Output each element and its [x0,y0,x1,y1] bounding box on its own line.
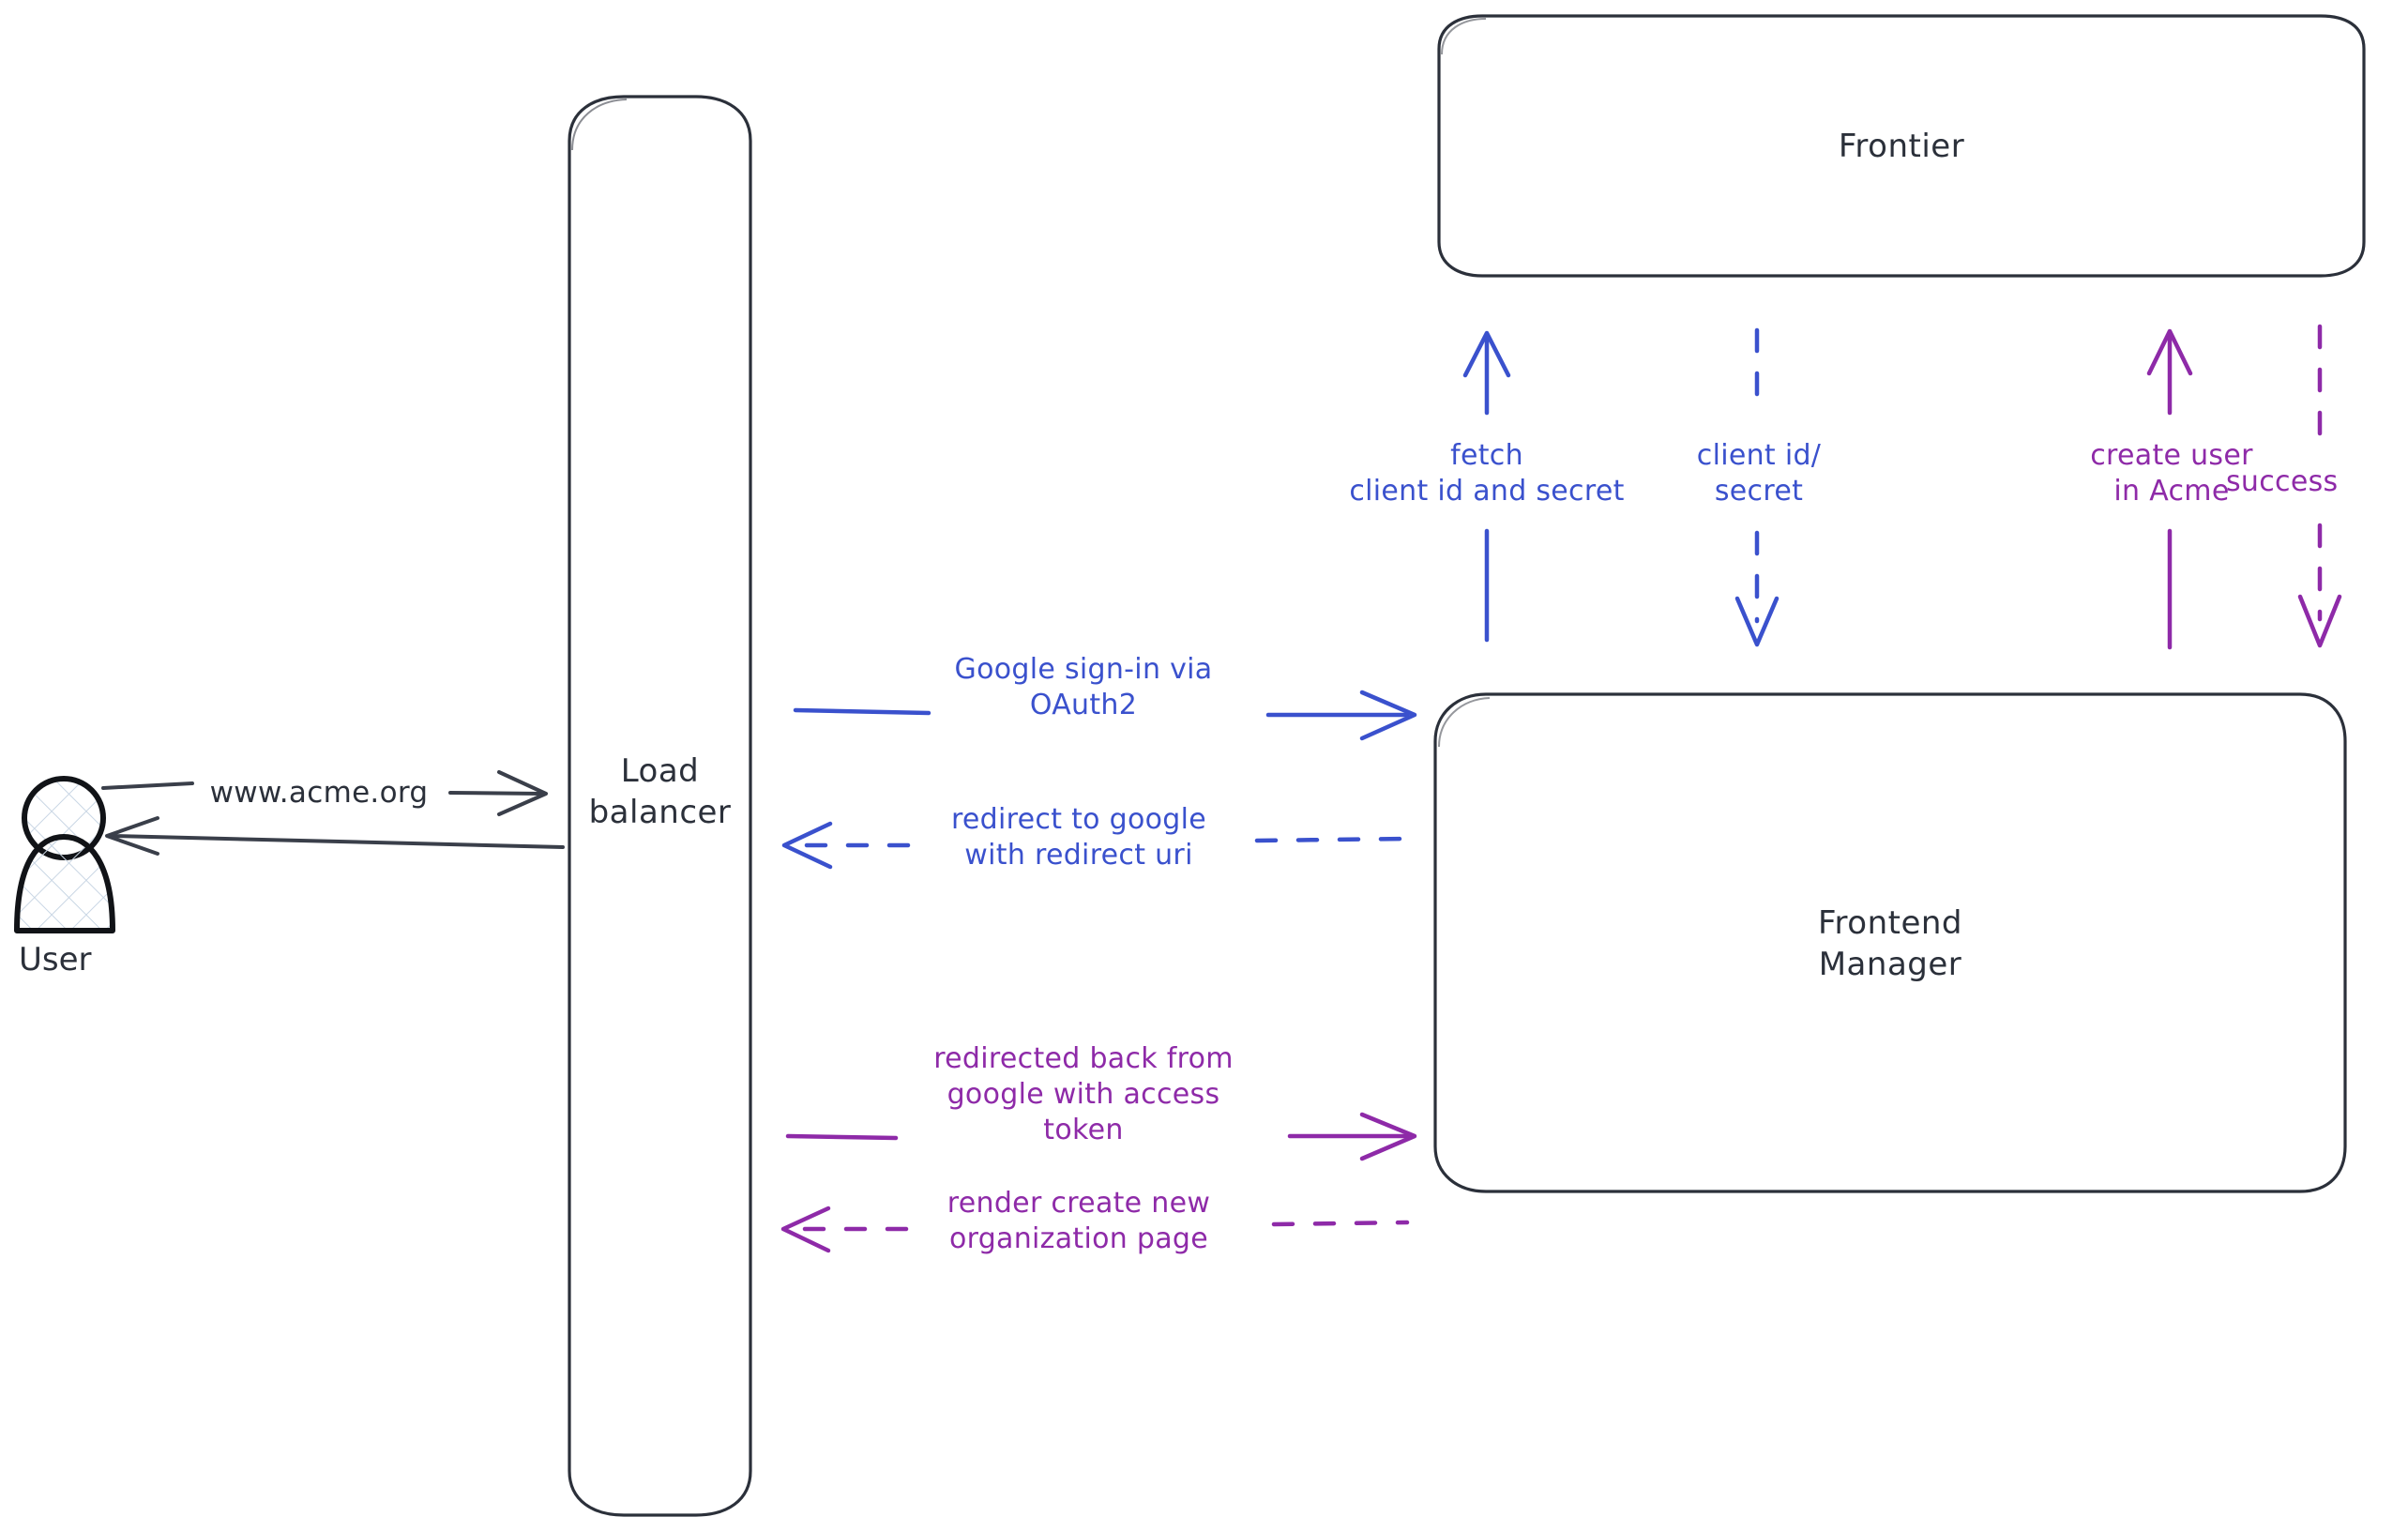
edge-label-success: success [2226,465,2339,498]
node-frontend-manager[interactable] [1433,692,2347,1193]
actor-user[interactable] [14,776,115,933]
edge-google-signin [793,690,1417,741]
edge-fetch-client-id [1462,330,1511,643]
edge-lb-to-user [105,816,565,856]
edge-create-user [2146,328,2193,650]
node-load-balancer[interactable] [568,95,752,1517]
actor-label-user: User [19,941,92,978]
edge-redirected-back [785,1112,1417,1161]
edge-label-render-create-org: render create new organization page [947,1187,1211,1255]
edge-label-create-user: create user in Acme [2090,439,2253,508]
edge-label-google-signin: Google sign-in via OAuth2 [954,653,1213,721]
edge-label-redirected-back: redirected back from google with access … [933,1042,1234,1146]
edge-success [2297,324,2342,648]
edge-client-id-secret [1734,327,1779,647]
edge-label-fetch-client-id: fetch client id and secret [1349,439,1625,508]
edge-user-to-lb [101,770,548,816]
edge-label-user-to-lb: www.acme.org [209,776,429,810]
edge-render-create-org [780,1206,1410,1253]
edge-label-redirect-to-google: redirect to google with redirect uri [950,803,1207,872]
edge-label-client-id-secret: client id/ secret [1696,439,1822,508]
edge-redirect-to-google [781,821,1410,870]
node-frontier[interactable] [1437,14,2366,278]
